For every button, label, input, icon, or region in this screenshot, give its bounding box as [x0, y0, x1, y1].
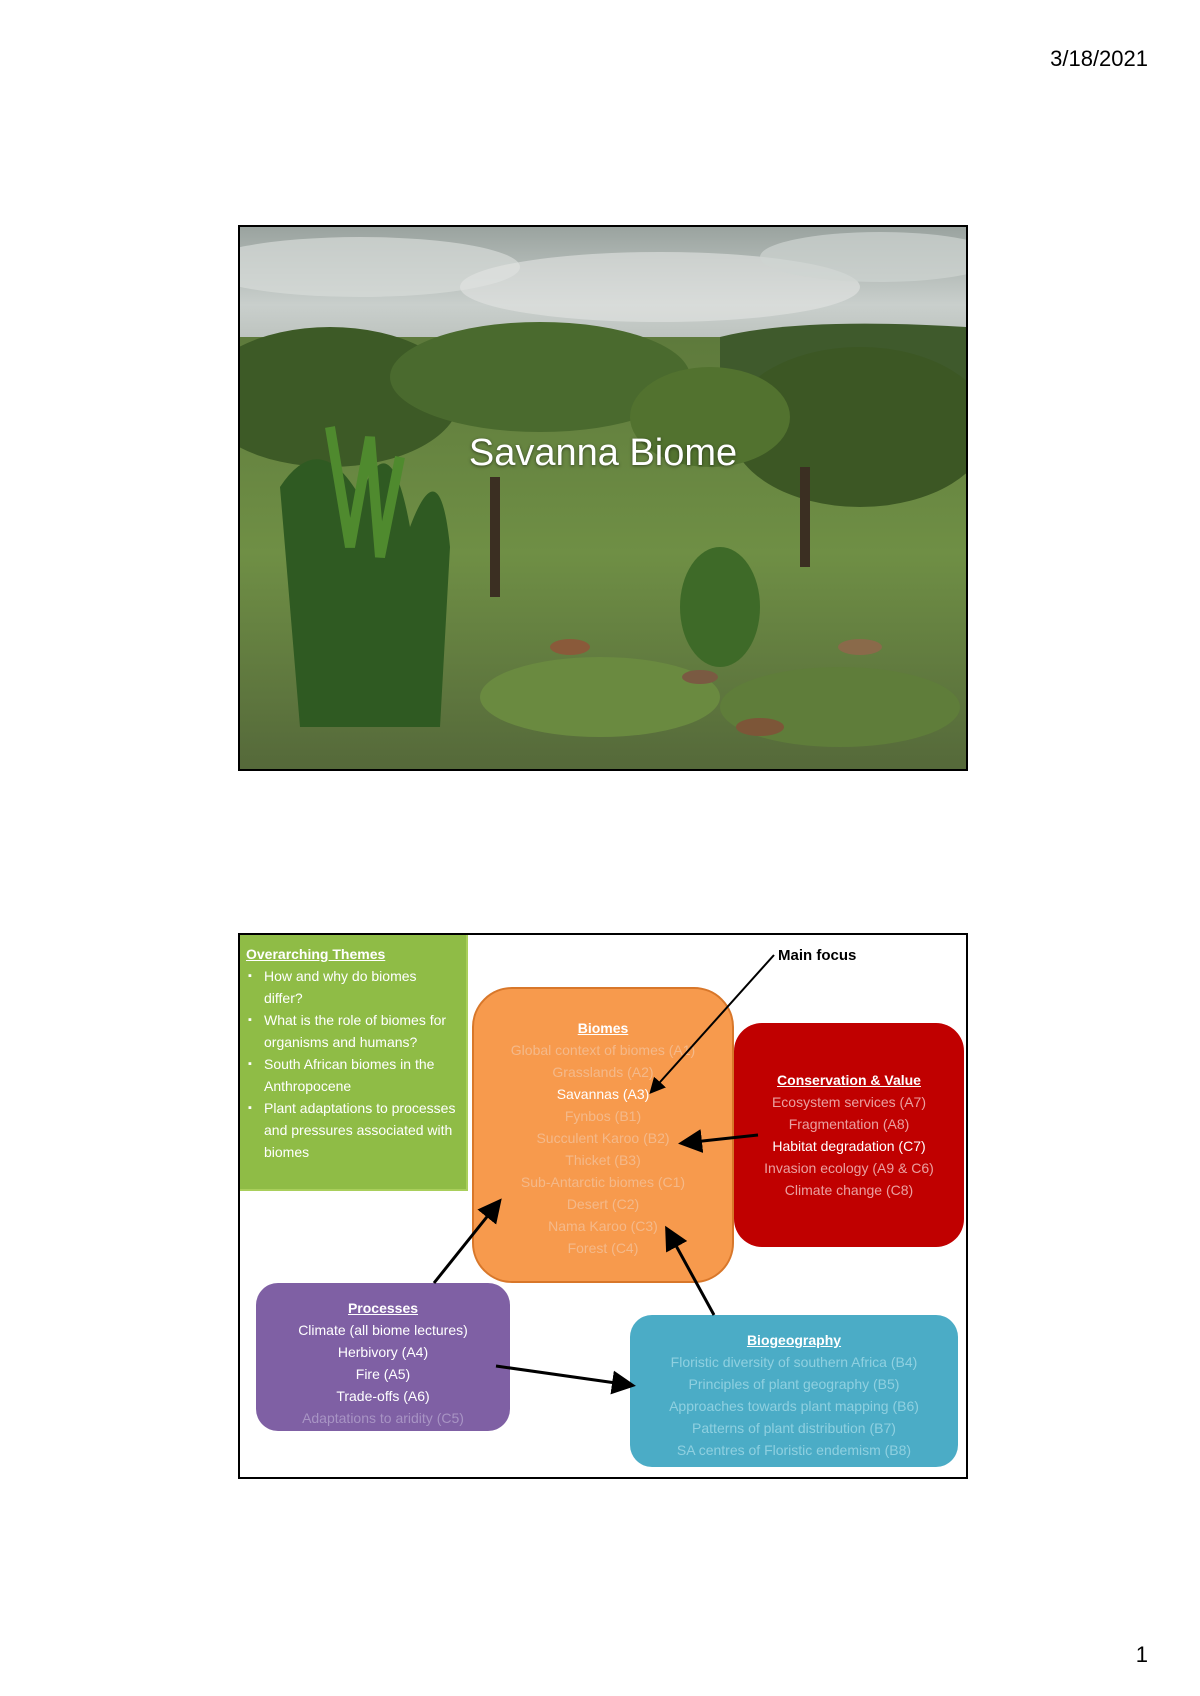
list-item: Principles of plant geography (B5)	[688, 1376, 900, 1392]
page-number: 1	[1135, 1642, 1148, 1667]
slide-title: Savanna Biome	[468, 432, 738, 474]
list-item: Global context of biomes (A1)	[510, 1042, 696, 1058]
themes-list: How and why do biomes differ? What is th…	[246, 965, 458, 1163]
list-item: SA centres of Floristic endemism (B8)	[676, 1442, 912, 1458]
list-item: Fire (A5)	[355, 1366, 411, 1382]
list-item: South African biomes in the Anthropocene	[246, 1053, 458, 1097]
list-item: Trade-offs (A6)	[336, 1388, 430, 1404]
list-item: Adaptations to aridity (C5)	[302, 1410, 464, 1426]
list-item: How and why do biomes differ?	[246, 965, 458, 1009]
slide-course-overview: Overarching Themes How and why do biomes…	[238, 933, 968, 1479]
list-item: Savannas (A3)	[556, 1086, 650, 1102]
processes-heading: Processes	[347, 1300, 419, 1316]
conservation-value-box: Conservation & Value Ecosystem services …	[734, 1023, 964, 1247]
list-item: Patterns of plant distribution (B7)	[692, 1420, 896, 1436]
list-item: Desert (C2)	[566, 1196, 640, 1212]
themes-heading: Overarching Themes	[246, 946, 386, 962]
list-item: Plant adaptations to processes and press…	[246, 1097, 458, 1163]
list-item: What is the role of biomes for organisms…	[246, 1009, 458, 1053]
list-item: Grasslands (A2)	[552, 1064, 654, 1080]
savanna-landscape-photo	[240, 227, 966, 769]
list-item: Thicket (B3)	[565, 1152, 641, 1168]
processes-to-biogeography-arrow	[495, 1364, 636, 1395]
list-item: Climate change (C8)	[784, 1182, 914, 1198]
overarching-themes-box: Overarching Themes How and why do biomes…	[240, 935, 468, 1191]
list-item: Floristic diversity of southern Africa (…	[670, 1354, 918, 1370]
list-item: Fragmentation (A8)	[788, 1116, 910, 1132]
biomes-box: Biomes Global context of biomes (A1) Gra…	[472, 987, 734, 1283]
list-item: Ecosystem services (A7)	[771, 1094, 927, 1110]
list-item: Approaches towards plant mapping (B6)	[669, 1398, 919, 1414]
biogeography-box: Biogeography Floristic diversity of sout…	[630, 1315, 958, 1467]
list-item: Succulent Karoo (B2)	[536, 1130, 670, 1146]
biomes-heading: Biomes	[577, 1020, 629, 1036]
slide-savanna-biome: Savanna Biome	[238, 225, 968, 771]
list-item: Habitat degradation (C7)	[772, 1138, 926, 1154]
list-item: Forest (C4)	[567, 1240, 639, 1256]
list-item: Nama Karoo (C3)	[548, 1218, 658, 1234]
processes-box: Processes Climate (all biome lectures) H…	[256, 1283, 510, 1431]
list-item: Climate (all biome lectures)	[298, 1322, 468, 1338]
biogeography-heading: Biogeography	[746, 1332, 842, 1348]
main-focus-label: Main focus	[778, 947, 857, 964]
list-item: Invasion ecology (A9 & C6)	[764, 1160, 934, 1176]
page-date: 3/18/2021	[1050, 46, 1148, 71]
list-item: Herbivory (A4)	[337, 1344, 429, 1360]
list-item: Fynbos (B1)	[564, 1108, 642, 1124]
list-item: Sub-Antarctic biomes (C1)	[520, 1174, 686, 1190]
conservation-heading: Conservation & Value	[777, 1072, 921, 1088]
